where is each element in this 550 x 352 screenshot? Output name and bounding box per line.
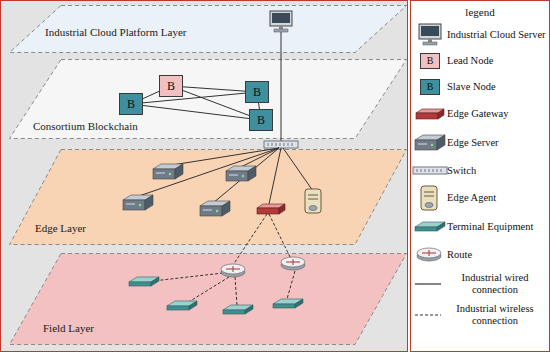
node-letter: B [167, 79, 175, 93]
legend-text: Industrial wired connection [443, 272, 547, 296]
legend-panel: legendIndustrial Cloud ServerLead NodeSl… [410, 0, 550, 352]
node-letter: B [257, 113, 265, 127]
layer-band: Consortium BlockchainBBBB [9, 59, 407, 139]
swatch-letter: B [427, 81, 434, 92]
layer-label: Field Layer [43, 322, 94, 335]
layer-label: Consortium Blockchain [33, 120, 138, 133]
legend-text: Edge Agent [447, 192, 547, 204]
legend-text: Switch [447, 165, 547, 177]
diagram-panel: Industrial Cloud Platform LayerConsortiu… [0, 0, 408, 352]
swatch-letter: B [427, 55, 434, 66]
legend-text: Route [447, 249, 547, 261]
blockchain-node: B [249, 109, 273, 131]
node-letter: B [127, 97, 135, 111]
legend-text: Lead Node [447, 55, 547, 67]
layer-band: Field Layer [9, 253, 407, 345]
node-letter: B [253, 85, 261, 99]
layer-band: Edge Layer [9, 149, 407, 245]
layer-band: Industrial Cloud Platform Layer [9, 5, 407, 53]
layer-label: Industrial Cloud Platform Layer [45, 26, 186, 39]
legend-swatch: B [420, 79, 440, 95]
blockchain-node: B [159, 75, 183, 97]
blockchain-node: B [119, 93, 143, 115]
blockchain-node: B [245, 81, 269, 103]
legend-title: legend [411, 6, 549, 18]
legend-text: Slave Node [447, 81, 547, 93]
layer-label: Edge Layer [35, 222, 86, 235]
network-illustration [1, 1, 407, 351]
legend-text: Industrial wireless connection [443, 303, 547, 327]
legend-swatch: B [420, 53, 440, 69]
legend-text: Edge Gateway [447, 108, 547, 120]
legend-text: Edge Server [447, 137, 547, 149]
legend-text: Terminal Equipment [447, 221, 547, 233]
legend-text: Industrial Cloud Server [447, 29, 547, 41]
